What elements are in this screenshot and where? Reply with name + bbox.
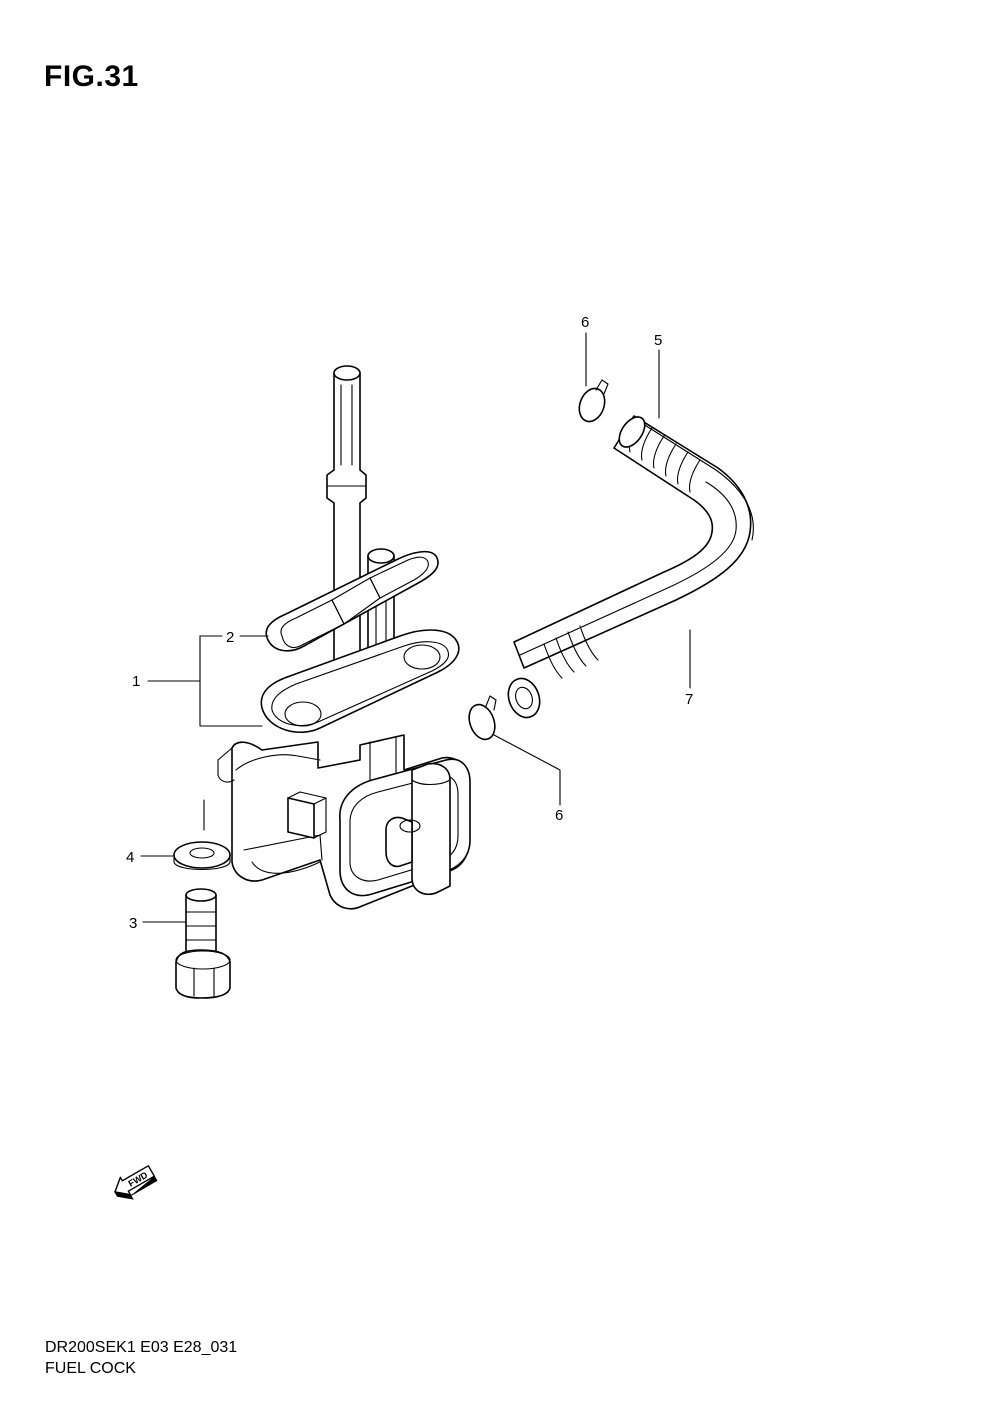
washer: [173, 841, 231, 870]
fuel-hose: [507, 415, 754, 719]
callout-5: 5: [654, 332, 662, 349]
callout-1: 1: [132, 673, 140, 690]
hose-clamp-lower: [468, 695, 497, 741]
callout-7: 7: [685, 691, 693, 708]
callout-4: 4: [126, 849, 134, 866]
callout-6-lower: 6: [555, 807, 563, 824]
callout-3: 3: [129, 915, 137, 932]
section-name: FUEL COCK: [45, 1360, 136, 1377]
gasket: [265, 550, 439, 652]
model-code: DR200SEK1 E03 E28_031: [45, 1339, 238, 1356]
fuel-cock-body: [217, 365, 471, 910]
figure-title: FIG.31: [44, 60, 139, 93]
hose-clamp-upper: [578, 379, 609, 423]
callout-6-upper: 6: [581, 314, 589, 331]
callout-2: 2: [226, 629, 234, 646]
bolt: [175, 888, 231, 999]
leader-lines: [140, 332, 691, 923]
footer: DR200SEK1 E03 E28_031 FUEL COCK: [45, 1337, 237, 1379]
fwd-arrow-icon: FWD: [113, 1165, 158, 1200]
